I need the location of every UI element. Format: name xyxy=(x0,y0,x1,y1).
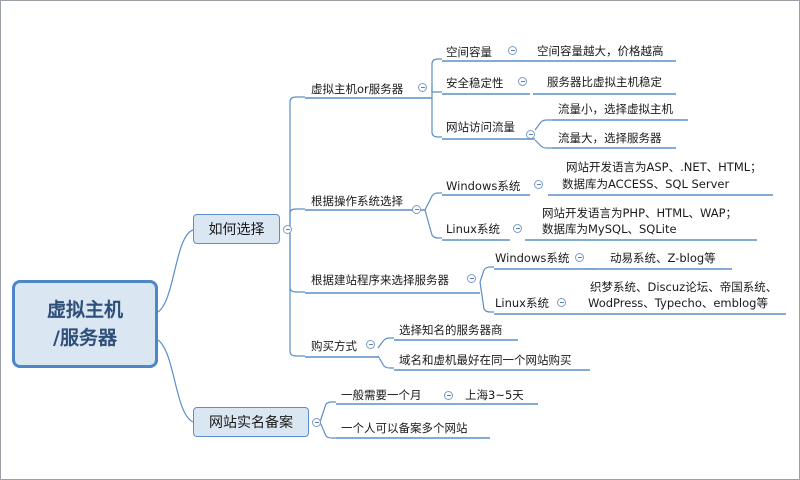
root-title-line2: /服务器 xyxy=(53,327,117,349)
topic-space[interactable]: 空间容量 xyxy=(446,45,492,59)
leaf-space[interactable]: 空间容量越大，价格越高 xyxy=(537,44,664,58)
topic-vhost-or-server[interactable]: 虚拟主机or服务器 xyxy=(311,82,404,96)
topic-one-month[interactable]: 一般需要一个月 xyxy=(341,388,422,402)
collapse-icon[interactable] xyxy=(534,180,543,189)
branch-how-to-choose[interactable]: 如何选择 xyxy=(193,214,280,244)
topic-multi-site[interactable]: 一个人可以备案多个网站 xyxy=(341,421,468,435)
leaf-same-site[interactable]: 域名和虚机最好在同一个网站购买 xyxy=(399,353,572,367)
leaf-cms-linux-2[interactable]: WodPress、Typecho、emblog等 xyxy=(588,296,768,310)
collapse-icon[interactable] xyxy=(412,205,421,214)
leaf-os-linux-lang[interactable]: 网站开发语言为PHP、HTML、WAP； xyxy=(542,206,738,220)
topic-cms-windows[interactable]: Windows系统 xyxy=(495,251,570,265)
collapse-icon[interactable] xyxy=(467,274,476,283)
topic-os-linux[interactable]: Linux系统 xyxy=(446,222,500,236)
topic-traffic[interactable]: 网站访问流量 xyxy=(446,120,515,134)
branch-how-to-choose-label: 如何选择 xyxy=(208,222,265,238)
topic-stability[interactable]: 安全稳定性 xyxy=(446,76,504,90)
topic-by-cms[interactable]: 根据建站程序来选择服务器 xyxy=(311,273,449,287)
leaf-os-windows-lang[interactable]: 网站开发语言为ASP、.NET、HTML； xyxy=(566,160,762,174)
leaf-cms-linux-1[interactable]: 织梦系统、Discuz论坛、帝国系统、 xyxy=(590,280,778,294)
collapse-icon[interactable] xyxy=(418,83,427,92)
collapse-icon[interactable] xyxy=(444,391,453,400)
root-node[interactable]: 虚拟主机 /服务器 xyxy=(12,280,158,368)
collapse-icon[interactable] xyxy=(366,340,375,349)
leaf-known-provider[interactable]: 选择知名的服务器商 xyxy=(399,323,503,337)
collapse-icon[interactable] xyxy=(526,130,535,139)
leaf-stability[interactable]: 服务器比虚拟主机稳定 xyxy=(547,75,662,89)
collapse-icon[interactable] xyxy=(557,298,566,307)
collapse-icon[interactable] xyxy=(513,224,522,233)
topic-cms-linux[interactable]: Linux系统 xyxy=(495,296,549,310)
collapse-icon[interactable] xyxy=(518,77,527,86)
topic-purchase[interactable]: 购买方式 xyxy=(311,339,357,353)
leaf-os-linux-db[interactable]: 数据库为MySQL、SQLite xyxy=(542,222,677,236)
topic-by-os[interactable]: 根据操作系统选择 xyxy=(311,194,403,208)
collapse-icon[interactable] xyxy=(283,225,292,234)
collapse-icon[interactable] xyxy=(508,46,517,55)
leaf-traffic-small[interactable]: 流量小，选择虚拟主机 xyxy=(558,102,673,116)
leaf-cms-windows[interactable]: 动易系统、Z-blog等 xyxy=(610,251,716,265)
root-title-line1: 虚拟主机 xyxy=(46,299,123,321)
branch-real-name-filing-label: 网站实名备案 xyxy=(209,415,293,431)
branch-real-name-filing[interactable]: 网站实名备案 xyxy=(193,407,309,437)
leaf-os-windows-db[interactable]: 数据库为ACCESS、SQL Server xyxy=(562,177,730,191)
collapse-icon[interactable] xyxy=(575,253,584,262)
collapse-icon[interactable] xyxy=(312,418,321,427)
leaf-shanghai[interactable]: 上海3~5天 xyxy=(465,388,524,402)
topic-os-windows[interactable]: Windows系统 xyxy=(446,179,521,193)
leaf-traffic-large[interactable]: 流量大，选择服务器 xyxy=(558,131,662,145)
